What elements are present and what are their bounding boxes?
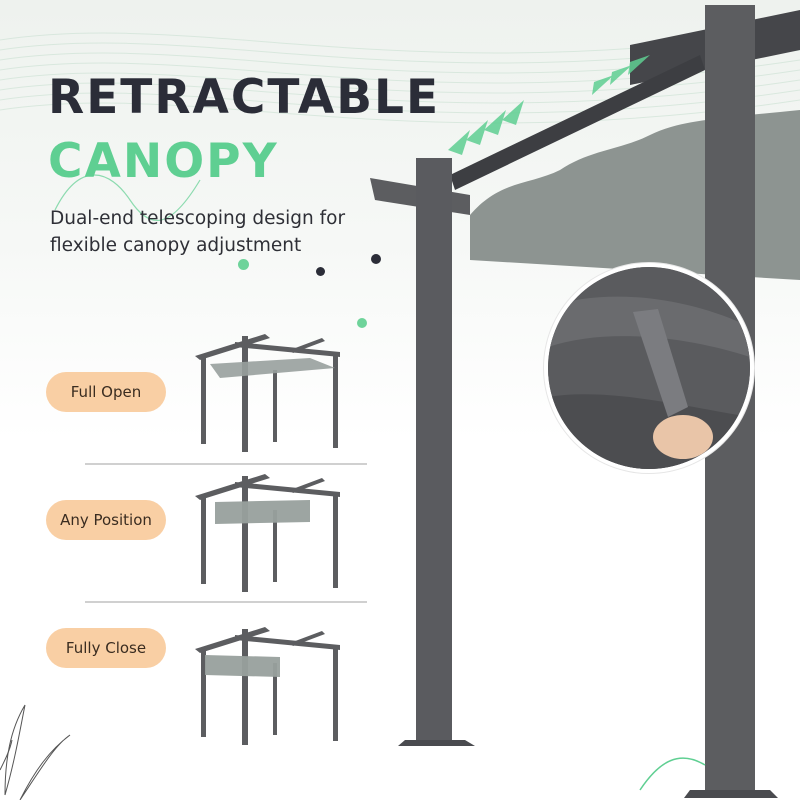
decorative-dot-green [357,318,367,328]
divider [85,601,367,603]
mode-pill-fully-close: Fully Close [46,628,166,668]
headline-retractable: RETRACTABLE [48,70,441,125]
canopy-strap-closeup-image [544,263,754,473]
mode-pill-full-open: Full Open [46,372,166,412]
leaf-outline-icon [0,704,71,800]
decorative-dot-dark [316,267,325,276]
pergola-fully-close-image [195,627,340,745]
subtitle: Dual-end telescoping design for flexible… [50,208,346,256]
mode-pill-any-position: Any Position [46,500,166,540]
double-chevron-arrows-icon [448,55,650,155]
divider [85,463,367,465]
pergola-any-position-image [195,474,340,592]
headline-canopy: CANOPY [48,134,279,189]
decorative-dot-green [238,259,249,270]
pergola-full-open-image [195,334,340,452]
background-wave-lines [0,29,800,222]
decorative-dot-dark [371,254,381,264]
